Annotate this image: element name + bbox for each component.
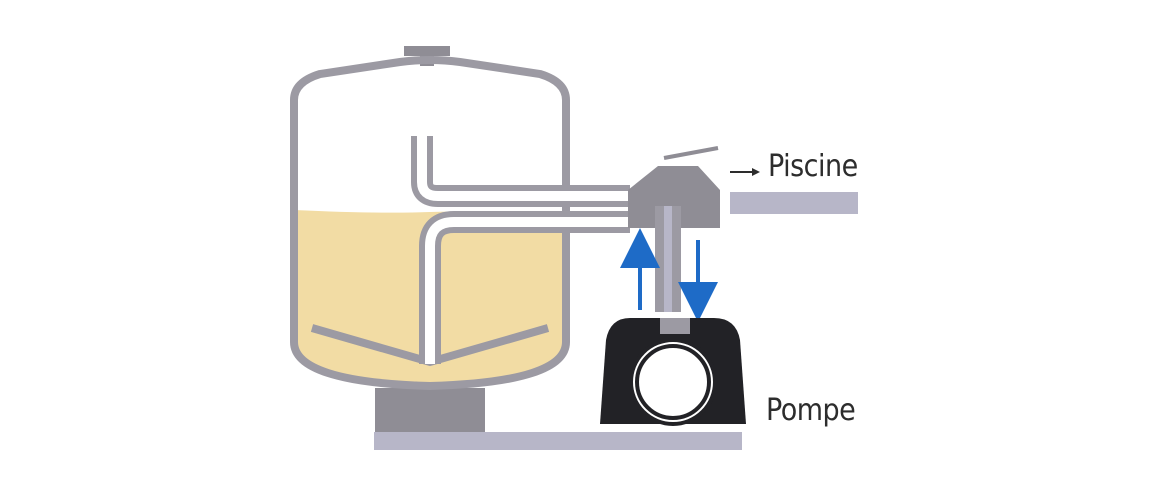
pump-label: Pompe	[766, 393, 855, 428]
multiport-valve	[628, 166, 720, 228]
tank-lid	[404, 46, 450, 56]
tank-support	[375, 388, 485, 432]
valve-handle	[663, 146, 719, 160]
base-plate	[374, 432, 742, 450]
filter-tank	[290, 56, 570, 391]
pump-motor	[629, 338, 717, 426]
pool-label: Piscine	[768, 149, 858, 184]
pool-outlet-pipe	[730, 192, 858, 214]
inlet-pipe	[411, 136, 630, 207]
